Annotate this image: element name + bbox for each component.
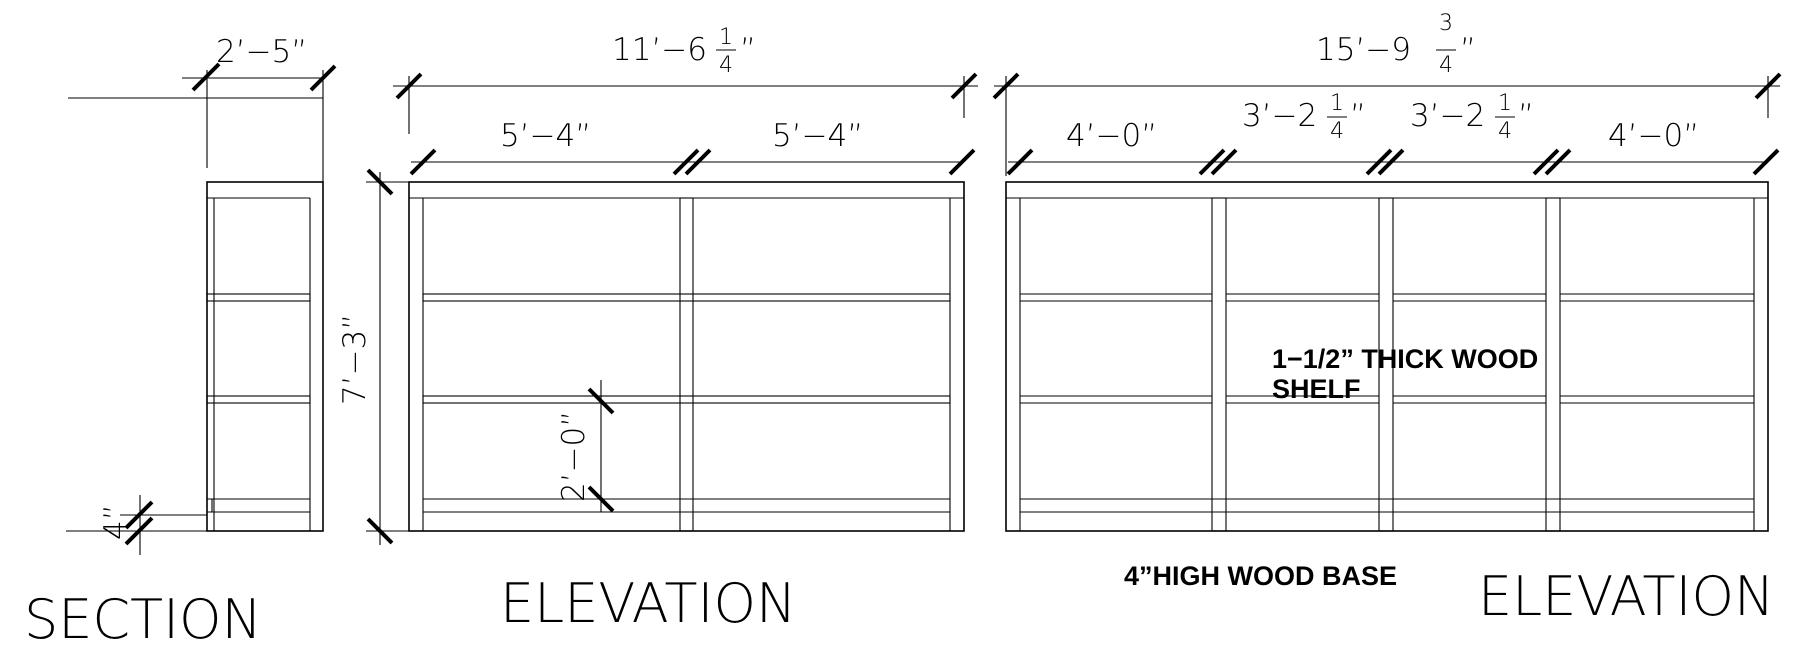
elevation-2-overall-dim: 15’−9 3 4 ”: [1316, 11, 1476, 78]
section-view: 2’−5” 4” SECTION: [24, 34, 337, 646]
dim-tick: [587, 387, 615, 415]
dim-tick: [191, 62, 221, 92]
svg-text:3’−2: 3’−2: [1242, 98, 1317, 134]
svg-text:4: 4: [1498, 119, 1512, 144]
dim-tick: [684, 148, 712, 176]
dim-tick: [1210, 148, 1238, 176]
section-shelf: [206, 395, 311, 404]
dim-tick: [395, 72, 423, 100]
base-note: 4”HIGH WOOD BASE: [1124, 561, 1397, 591]
elevation-1-shelf: [422, 293, 951, 302]
elevation-1-view: 11’−6 1 4 ” 5’−4” 5’−4” 7’−3” 2’−0” ELEV…: [337, 25, 978, 635]
elevation-1-bay-dim: 5’−4”: [772, 118, 863, 154]
elevation-2-bay-dim: 4’−0”: [1066, 118, 1157, 154]
dim-tick: [1006, 148, 1034, 176]
elevation-1-divider: [679, 197, 694, 532]
elevation-1-overall-dim: 11’−6 1 4 ”: [612, 25, 756, 78]
elevation-2-bay-dim: 3’−2 1 4 ”: [1242, 91, 1366, 144]
section-shelf: [206, 293, 311, 302]
elevation-1-title: ELEVATION: [500, 572, 796, 635]
svg-text:4: 4: [1330, 119, 1344, 144]
dim-tick: [950, 72, 978, 100]
elevation-2-bay-dim: 3’−2 1 4 ”: [1410, 91, 1534, 144]
dim-tick: [1365, 148, 1393, 176]
svg-text:”: ”: [1350, 98, 1366, 134]
dim-tick: [124, 516, 154, 546]
svg-text:”: ”: [740, 32, 756, 68]
elevation-2-divider: [1545, 197, 1561, 532]
dim-tick: [124, 500, 154, 530]
svg-text:”: ”: [1518, 98, 1534, 134]
dim-tick: [1377, 148, 1405, 176]
svg-text:”: ”: [1460, 32, 1476, 68]
elevation-2-divider: [1211, 197, 1227, 532]
dim-tick: [948, 148, 976, 176]
dim-tick: [1198, 148, 1226, 176]
section-base-dim: 4”: [98, 504, 134, 540]
dim-tick: [366, 517, 394, 545]
dim-tick: [366, 168, 394, 196]
svg-text:11’−6: 11’−6: [612, 32, 707, 68]
svg-text:3: 3: [1439, 11, 1453, 36]
dim-tick: [587, 485, 615, 513]
elevation-1-bay-dim: 5’−4”: [500, 118, 591, 154]
svg-text:15’−9: 15’−9: [1316, 32, 1411, 68]
dim-tick: [309, 64, 337, 92]
svg-text:1: 1: [719, 25, 733, 50]
shelf-note-line-1: 1−1/2” THICK WOOD: [1272, 344, 1538, 374]
elevation-2-view: 15’−9 3 4 ” 4’−0” 3’−2 1 4 ” 3’−2 1 4: [992, 11, 1782, 628]
elevation-1-height-dim: 7’−3”: [337, 314, 373, 405]
dim-tick: [672, 148, 700, 176]
dim-tick: [1532, 148, 1560, 176]
section-depth-dim: 2’−5”: [216, 34, 307, 70]
dim-tick: [1752, 148, 1780, 176]
elevation-1-shelf-dim: 2’−0”: [556, 411, 592, 502]
dim-tick: [409, 148, 437, 176]
svg-text:4: 4: [1439, 53, 1453, 78]
dim-tick: [1544, 148, 1572, 176]
section-title: SECTION: [24, 588, 262, 646]
dim-tick: [992, 72, 1020, 100]
svg-text:3’−2: 3’−2: [1410, 98, 1485, 134]
dim-tick: [1754, 72, 1782, 100]
elevation-1-outline: [408, 181, 965, 532]
elevation-2-bay-dim: 4’−0”: [1608, 118, 1699, 154]
shelf-note-line-2: SHELF: [1272, 374, 1361, 404]
elevation-2-divider: [1378, 197, 1394, 532]
section-outline: [206, 181, 324, 532]
svg-text:1: 1: [1498, 91, 1512, 116]
elevation-1-shelf: [422, 395, 951, 404]
svg-text:1: 1: [1330, 91, 1344, 116]
elevation-2-title: ELEVATION: [1478, 565, 1774, 628]
svg-text:4: 4: [719, 53, 733, 78]
